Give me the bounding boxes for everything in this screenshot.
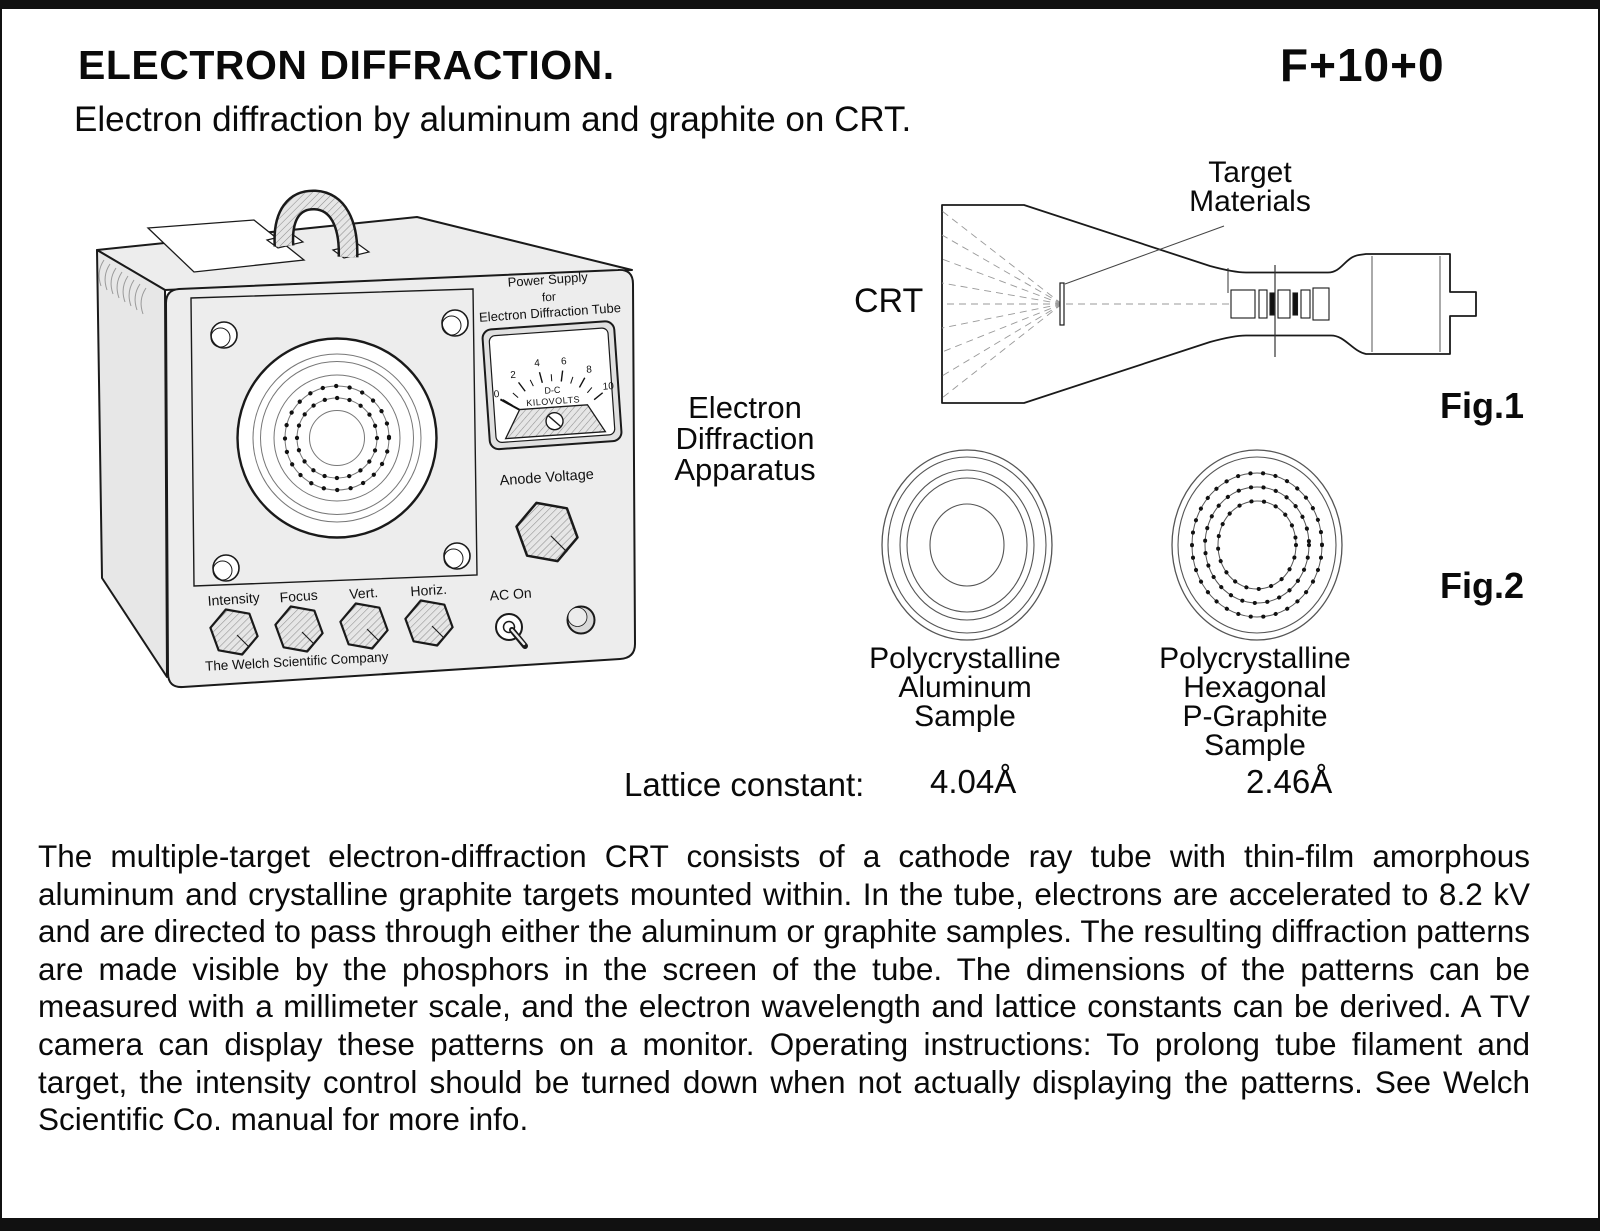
scale-2: 2 xyxy=(510,370,517,381)
apparatus-caption: Electron Diffraction Apparatus xyxy=(647,392,843,485)
electron-gun xyxy=(1230,287,1330,321)
anode-voltage-label: Anode Voltage xyxy=(499,467,594,490)
page-subtitle: Electron diffraction by aluminum and gra… xyxy=(74,100,912,139)
horiz-knob xyxy=(404,599,454,647)
aluminum-pattern xyxy=(881,449,1053,641)
graphite-caption-line4: Sample xyxy=(1204,729,1306,762)
kilovolt-meter: 0 2 4 6 8 10 D-C KILOVOLTS xyxy=(481,320,623,451)
carry-handle xyxy=(273,189,359,258)
target-materials-label: Target Materials xyxy=(1152,156,1348,218)
aluminum-caption-line3: Sample xyxy=(914,700,1016,733)
vert-label: Vert. xyxy=(349,584,379,602)
intensity-knob xyxy=(209,608,259,656)
scale-10: 10 xyxy=(602,381,614,393)
scale-0: 0 xyxy=(493,389,500,400)
horiz-label: Horiz. xyxy=(410,581,448,600)
focus-knob xyxy=(274,605,324,653)
graphite-lattice-value: 2.46Å xyxy=(1246,763,1333,800)
lattice-constant-label: Lattice constant: xyxy=(624,766,865,803)
fig2-patterns-drawing xyxy=(881,449,1343,641)
apparatus-drawing: Power Supply for Electron Diffraction Tu… xyxy=(96,189,637,689)
meter-scale-numbers: 0 2 4 6 8 10 xyxy=(493,356,614,400)
intensity-label: Intensity xyxy=(207,589,260,609)
graphite-caption: Polycrystalline Hexagonal P-Graphite Sam… xyxy=(1152,642,1358,762)
top-label-plate xyxy=(146,219,306,273)
fig1-crt-drawing xyxy=(941,204,1477,404)
scale-4: 4 xyxy=(534,358,541,369)
bottom-border-bar xyxy=(2,1218,1598,1231)
vent-lines xyxy=(98,259,147,315)
graphite-pattern xyxy=(1171,449,1343,641)
target-foil xyxy=(1059,282,1065,326)
crt-screen-pattern xyxy=(236,337,438,539)
fig2-tag: Fig.2 xyxy=(1440,565,1525,606)
target-label-line1: Target xyxy=(1208,156,1292,189)
aluminum-lattice-value: 4.04Å xyxy=(930,763,1017,800)
focus-label: Focus xyxy=(279,587,318,606)
graphite-caption-line1: Polycrystalline xyxy=(1159,642,1351,675)
apparatus-caption-line2: Diffraction xyxy=(675,421,815,456)
crt-label: CRT xyxy=(854,282,924,320)
demo-code: F+10+0 xyxy=(1280,39,1445,91)
vert-knob xyxy=(339,602,389,650)
scale-6: 6 xyxy=(561,356,568,367)
graphite-caption-line3: P-Graphite xyxy=(1182,700,1328,733)
meter-title-line1: Power Supply xyxy=(507,269,589,290)
ac-on-label: AC On xyxy=(489,585,532,604)
scale-8: 8 xyxy=(586,364,593,375)
aluminum-caption-line1: Polycrystalline xyxy=(869,642,1061,675)
meter-unit-line1: D-C xyxy=(544,385,561,396)
target-leader-line xyxy=(1064,225,1225,285)
description-paragraph: The multiple-target electron-diffraction… xyxy=(38,838,1530,1138)
page-title: ELECTRON DIFFRACTION. xyxy=(78,42,615,88)
meter-unit-line2: KILOVOLTS xyxy=(526,394,580,408)
aluminum-caption-line2: Aluminum xyxy=(898,671,1032,704)
meter-title-line2: for xyxy=(541,289,556,304)
pilot-light xyxy=(566,605,596,635)
cabinet-side-face xyxy=(96,249,168,678)
fig1-tag: Fig.1 xyxy=(1440,385,1525,426)
diffraction-rays xyxy=(941,210,1231,399)
graphite-caption-line2: Hexagonal xyxy=(1183,671,1327,704)
crt-envelope xyxy=(941,204,1477,404)
apparatus-caption-line1: Electron xyxy=(688,390,802,425)
ac-toggle-switch xyxy=(495,613,528,649)
apparatus-caption-line3: Apparatus xyxy=(674,452,816,487)
top-border-bar xyxy=(2,0,1598,9)
meter-screw-slot xyxy=(548,415,561,427)
anode-voltage-knob xyxy=(515,501,579,563)
target-label-line2: Materials xyxy=(1189,185,1311,218)
panel-screws xyxy=(210,309,471,582)
aluminum-caption: Polycrystalline Aluminum Sample xyxy=(862,642,1068,733)
